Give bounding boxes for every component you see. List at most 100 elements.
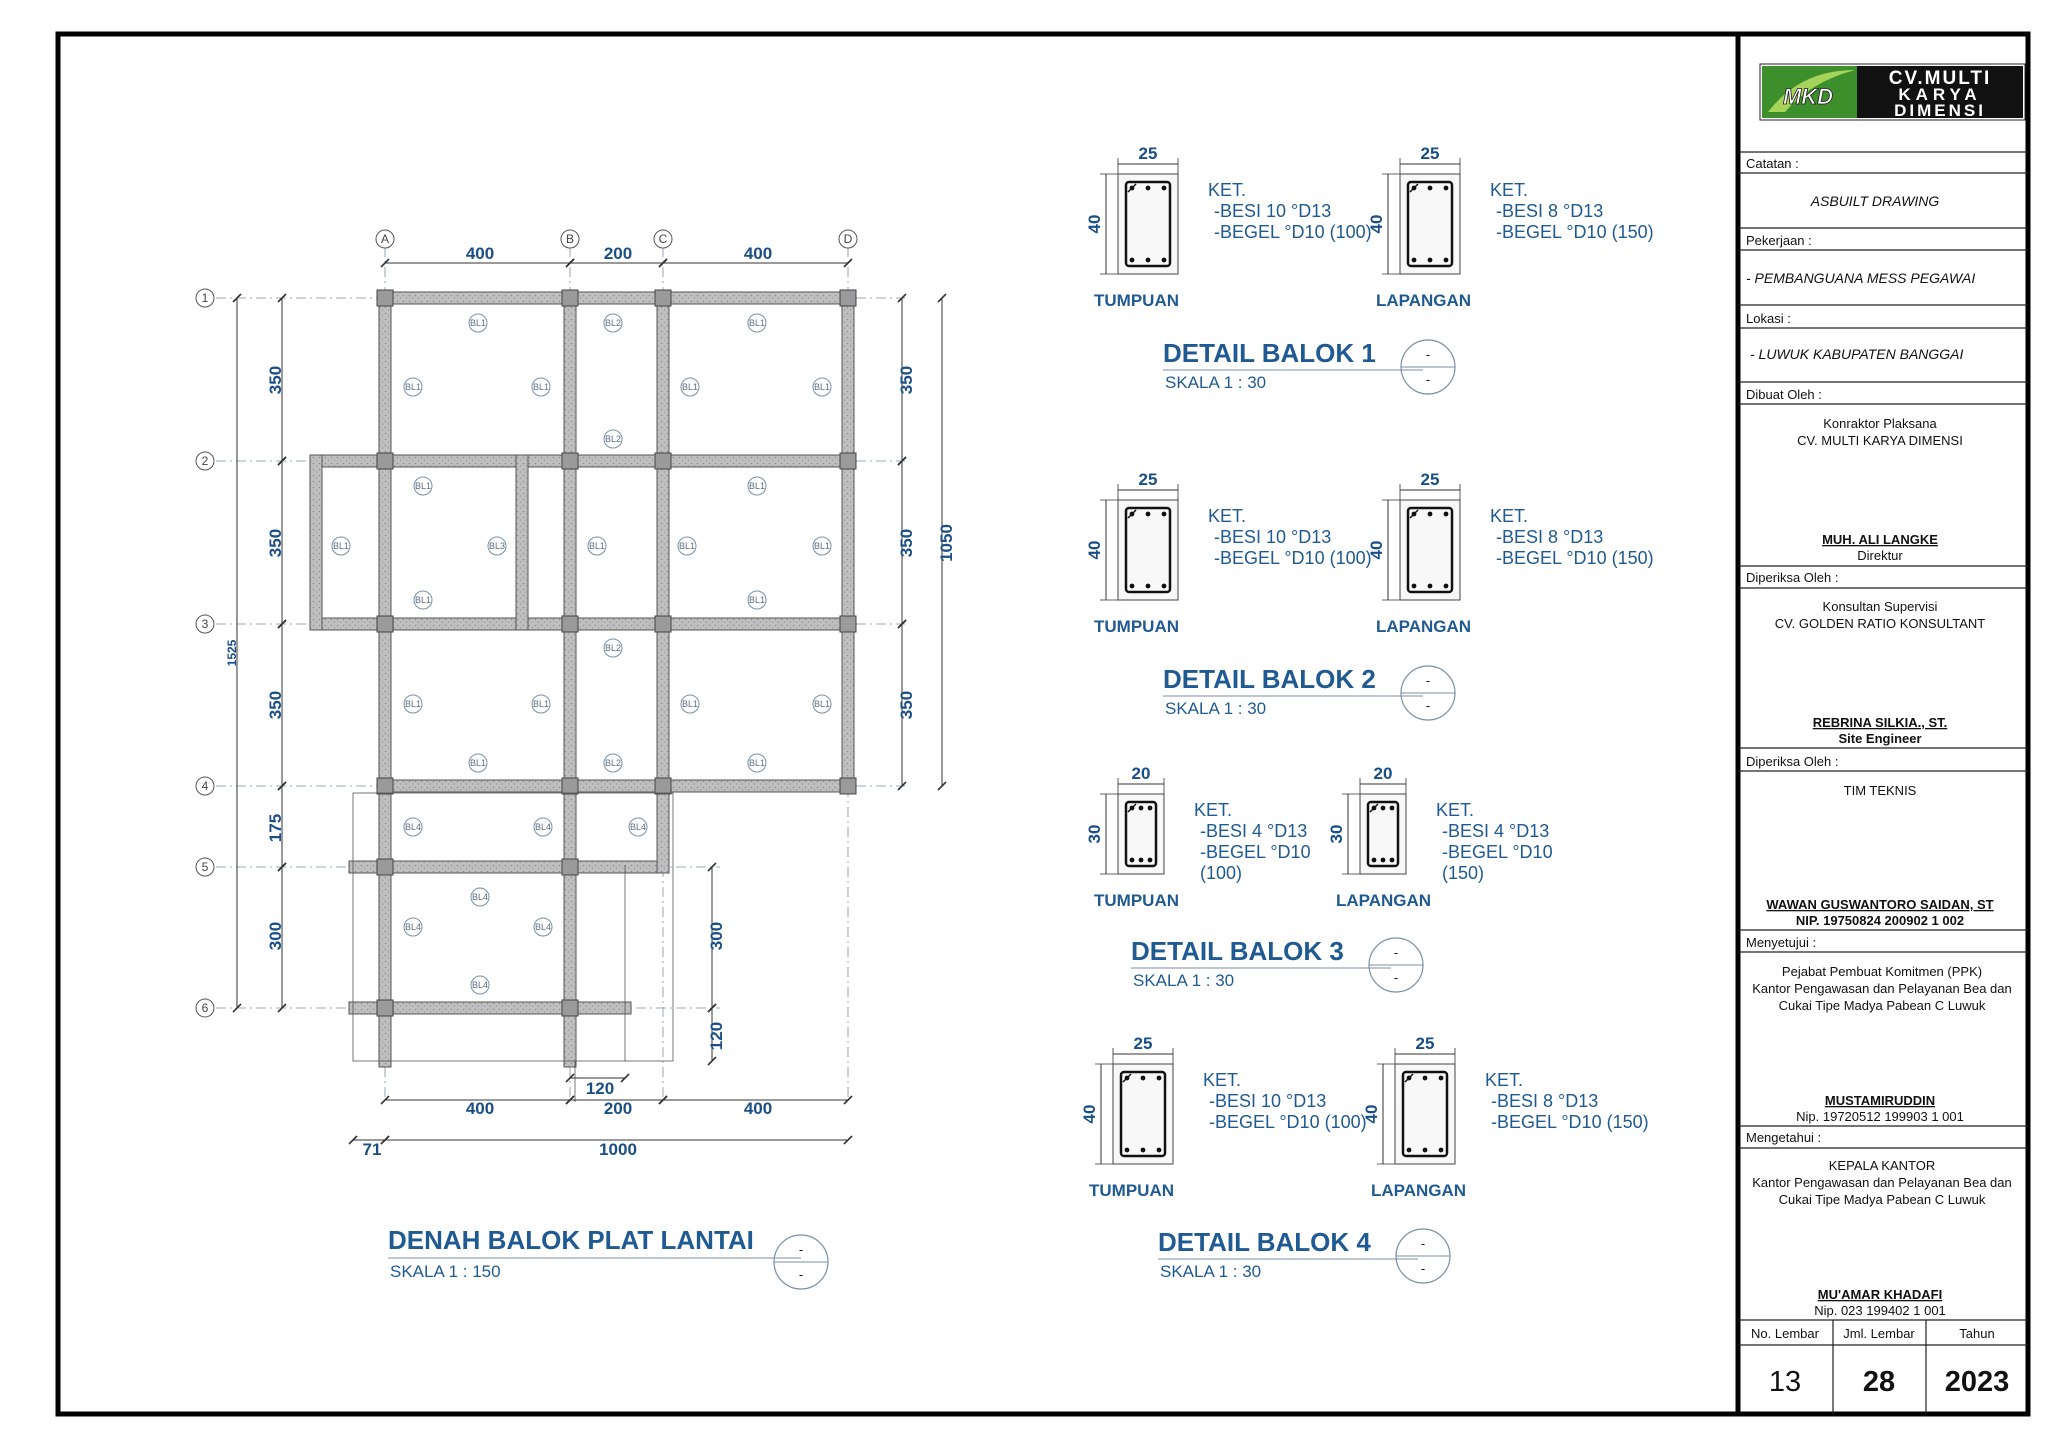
axis-bubble-icon xyxy=(195,288,215,308)
rebar-icon xyxy=(1138,805,1144,811)
column xyxy=(561,615,579,633)
section-rebar-note: -BESI 8 °D13 xyxy=(1496,201,1603,221)
dim-total: 1000 xyxy=(599,1140,637,1159)
plan-scale: SKALA 1 : 150 xyxy=(390,1262,501,1281)
stirrup xyxy=(1124,800,1158,868)
section-ket: KET. xyxy=(1203,1070,1241,1090)
jml-lembar-label: Jml. Lembar xyxy=(1843,1326,1915,1341)
axis-label-y: 4 xyxy=(202,779,209,793)
beam-tag-label: BL2 xyxy=(605,434,621,444)
rebar-icon xyxy=(1156,1075,1162,1081)
dibuat-org: CV. MULTI KARYA DIMENSI xyxy=(1797,433,1963,448)
section-rebar-note: -BESI 10 °D13 xyxy=(1214,201,1331,221)
beam-tag-icon xyxy=(468,753,488,773)
beam-tag-icon xyxy=(812,536,832,556)
mengetahui-name: MU'AMAR KHADAFI xyxy=(1818,1287,1942,1302)
axis-label-x: B xyxy=(566,232,574,246)
rebar-icon xyxy=(1129,583,1135,589)
beam-tag-icon xyxy=(413,476,433,496)
beam-tag-icon xyxy=(603,429,623,449)
beam-tag-label: BL1 xyxy=(814,382,830,392)
mengetahui-line3: Cukai Tipe Madya Pabean C Luwuk xyxy=(1779,1192,1986,1207)
beam-tag-label: BL1 xyxy=(749,481,765,491)
beam xyxy=(515,454,529,631)
beam-tag-icon xyxy=(747,753,767,773)
column xyxy=(376,777,394,795)
lokasi-value: - LUWUK KABUPATEN BANGGAI xyxy=(1750,346,1964,362)
beam-tag-icon xyxy=(628,817,648,837)
axis-bubble-icon xyxy=(195,614,215,634)
beam-tag-icon xyxy=(403,817,423,837)
section-label: LAPANGAN xyxy=(1376,617,1471,636)
section-label: LAPANGAN xyxy=(1376,291,1471,310)
menyetujui-name: MUSTAMIRUDDIN xyxy=(1825,1093,1935,1108)
detail-title: DETAIL BALOK 3 xyxy=(1131,936,1344,966)
mengetahui-nip: Nip. 023 199402 1 001 xyxy=(1814,1303,1946,1318)
diperiksa2-name: WAWAN GUSWANTORO SAIDAN, ST xyxy=(1766,897,1993,912)
rebar-icon xyxy=(1406,1147,1412,1153)
rebar-icon xyxy=(1389,805,1395,811)
section-height: 40 xyxy=(1085,215,1104,234)
axis-label-x: A xyxy=(381,232,389,246)
section-label: TUMPUAN xyxy=(1094,291,1179,310)
beam-tag-icon xyxy=(603,753,623,773)
dim-top-3: 400 xyxy=(744,244,772,263)
column xyxy=(376,858,394,876)
company-logo: MKD CV.MULTI KARYA DIMENSI xyxy=(1759,63,2026,121)
plan-symbol-top: - xyxy=(799,1242,803,1257)
beam-tag-icon xyxy=(531,377,551,397)
tahun-label: Tahun xyxy=(1959,1326,1994,1341)
rebar-icon xyxy=(1145,583,1151,589)
beam-tag-label: BL1 xyxy=(749,595,765,605)
beam-tag-icon xyxy=(603,638,623,658)
rebar-icon xyxy=(1380,805,1386,811)
rebar-icon xyxy=(1129,511,1135,517)
detail-title: DETAIL BALOK 2 xyxy=(1163,664,1376,694)
rebar-icon xyxy=(1443,185,1449,191)
mengetahui-label: Mengetahui : xyxy=(1746,1130,1821,1145)
column xyxy=(561,452,579,470)
section-outline xyxy=(1117,173,1179,275)
dim-left-5: 300 xyxy=(266,922,285,950)
beam-tag-label: BL1 xyxy=(814,699,830,709)
section-rebar-note: -BESI 4 °D13 xyxy=(1200,821,1307,841)
diperiksa2-label: Diperiksa Oleh : xyxy=(1746,754,1838,769)
column xyxy=(839,289,857,307)
rebar-icon xyxy=(1380,857,1386,863)
rebar-icon xyxy=(1161,583,1167,589)
column xyxy=(376,289,394,307)
section-height: 30 xyxy=(1327,825,1346,844)
section-width: 25 xyxy=(1421,144,1440,163)
section-height: 40 xyxy=(1362,1105,1381,1124)
beam-tag-label: BL1 xyxy=(405,382,421,392)
rebar-icon xyxy=(1147,805,1153,811)
beam-tag-label: BL4 xyxy=(405,822,421,832)
beam-tag-icon xyxy=(413,590,433,610)
plan-extension-lines xyxy=(352,792,674,1102)
beam-tag-label: BL4 xyxy=(472,892,488,902)
menyetujui-line3: Cukai Tipe Madya Pabean C Luwuk xyxy=(1779,998,1986,1013)
plan-symbol-bottom: - xyxy=(799,1267,803,1282)
section-rebar-note: -BESI 8 °D13 xyxy=(1496,527,1603,547)
beam-tag-label: BL1 xyxy=(749,758,765,768)
beam-tag-label: BL1 xyxy=(679,541,695,551)
section-label: LAPANGAN xyxy=(1371,1181,1466,1200)
stirrup xyxy=(1401,1070,1449,1158)
dim-bottom-small: 120 xyxy=(586,1079,614,1098)
detail-scale: SKALA 1 : 30 xyxy=(1165,699,1266,718)
section-label: TUMPUAN xyxy=(1094,617,1179,636)
column xyxy=(376,615,394,633)
axis-bubble-icon xyxy=(195,451,215,471)
section-label: TUMPUAN xyxy=(1094,891,1179,910)
axis-bubble-icon xyxy=(838,229,858,249)
section-width: 25 xyxy=(1134,1034,1153,1053)
